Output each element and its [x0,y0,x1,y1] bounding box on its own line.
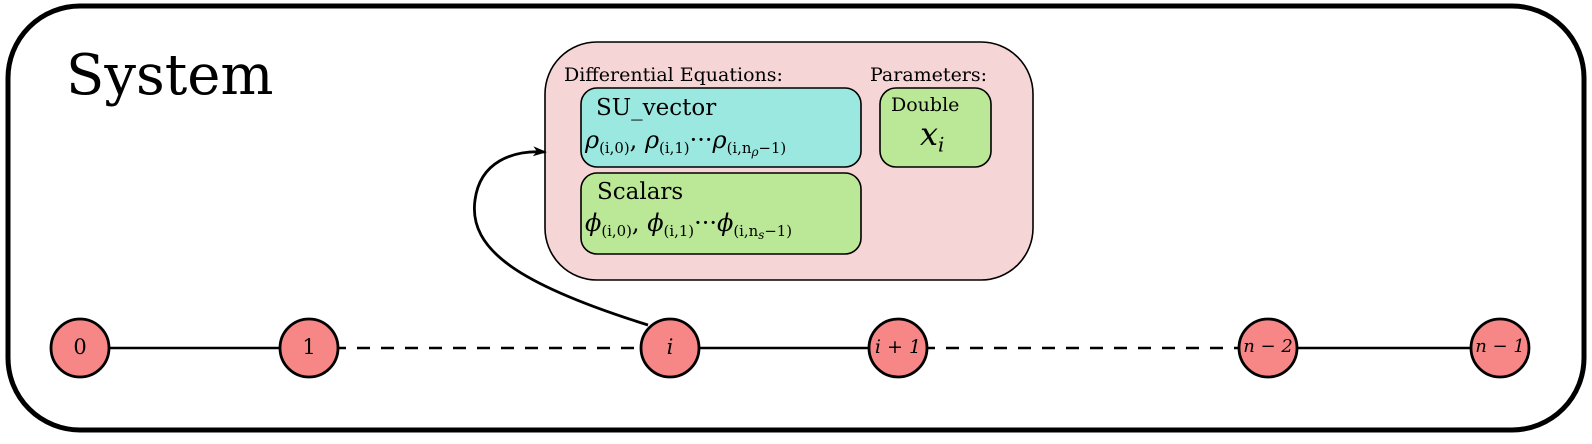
scalars-terms: ϕ(i,0), ϕ(i,1)···ϕ(i,ns−1) [585,209,793,242]
su-vector-title: SU_vector [596,95,717,121]
node-circle-n2 [1237,317,1299,379]
rho-term-1: ρ(i,1) [644,126,690,157]
differential-equations-label: Differential Equations: [564,64,783,86]
node-label-iplus1: i + 1 [874,336,922,358]
double-title: Double [891,94,960,116]
node-label-1: 1 [302,335,316,359]
node-circle-i [639,317,701,379]
scalars-box [580,172,862,255]
node-circle-iplus1 [867,317,929,379]
node-label-i: i [666,335,674,359]
node-circle-1 [278,317,340,379]
rho-term-0: ρ(i,0) [585,126,630,157]
node-circle-0 [49,317,111,379]
node-circle-n1 [1469,317,1531,379]
node-i-to-panel-arrow [472,146,649,327]
phi-term-0: ϕ(i,0) [585,209,632,240]
node-label-n2: n − 2 [1243,336,1293,357]
parameters-label: Parameters: [870,64,988,86]
double-box [879,87,992,168]
scalars-title: Scalars [597,179,684,205]
su-vector-box [580,87,862,168]
node-label-n1: n − 1 [1475,336,1525,357]
system-title: System [66,43,274,108]
double-variable: xi [920,115,945,157]
phi-term-1: ϕ(i,1) [647,209,695,240]
node-label-0: 0 [73,335,87,359]
rho-term-last: ρ(i,nρ−1) [712,126,787,159]
su-vector-terms: ρ(i,0), ρ(i,1)···ρ(i,nρ−1) [585,126,787,159]
phi-term-last: ϕ(i,ns−1) [717,209,793,242]
